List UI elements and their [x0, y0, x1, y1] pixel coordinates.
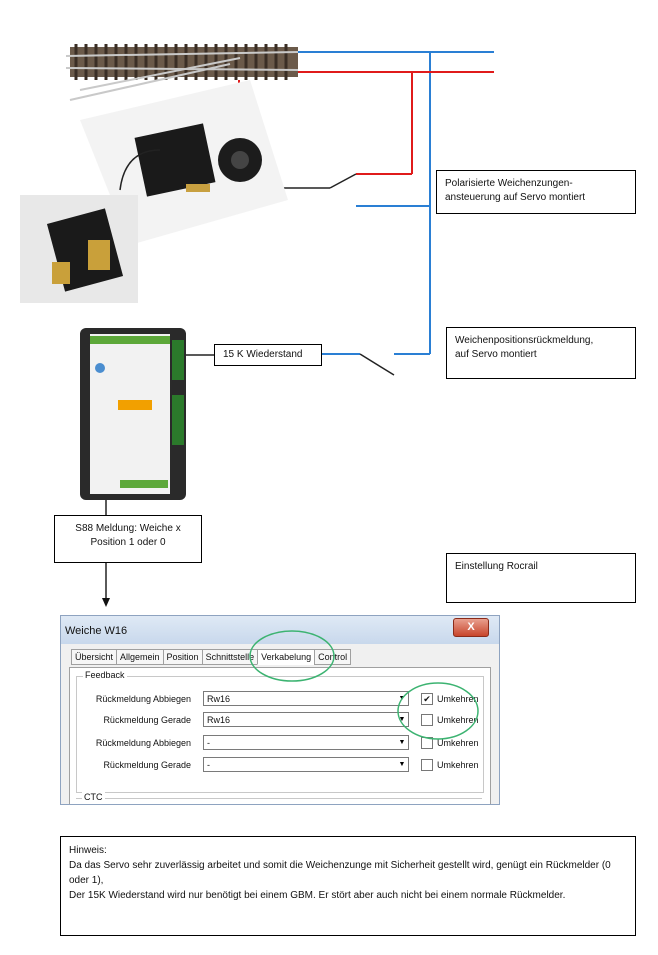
chevron-down-icon[interactable]: ▼ [398, 716, 406, 723]
reverse-checkbox-label: Umkehren [437, 738, 479, 748]
hint-line-2: Der 15K Wiederstand wird nur benötigt be… [69, 890, 566, 901]
tab-allgemein[interactable]: Allgemein [116, 649, 164, 665]
feedback-select[interactable]: Rw16▼ [203, 712, 409, 727]
ctc-group: CTC [76, 792, 482, 804]
reverse-checkbox[interactable] [421, 714, 433, 726]
blue-wires [298, 51, 494, 355]
feedback-row: Rückmeldung Abbiegen -▼ Umkehren [77, 735, 483, 753]
arrow-down-icon [102, 598, 110, 607]
resistor-label: 15 K Wiederstand [214, 344, 322, 366]
feedback-row: Rückmeldung Gerade -▼ Umkehren [77, 757, 483, 775]
feedback-row-label: Rückmeldung Abbiegen [95, 738, 191, 748]
hint-title: Hinweis: [69, 845, 107, 856]
feedback-row-label: Rückmeldung Abbiegen [95, 694, 191, 704]
s88-message-label: S88 Meldung: Weiche x Position 1 oder 0 [54, 515, 202, 563]
chevron-down-icon[interactable]: ▼ [398, 761, 406, 768]
reverse-checkbox-label: Umkehren [437, 715, 479, 725]
reverse-checkbox[interactable] [421, 759, 433, 771]
servo-photo-small [20, 195, 138, 303]
s88-module [80, 328, 186, 500]
feedback-select[interactable]: -▼ [203, 735, 409, 750]
ctc-group-label: CTC [82, 792, 105, 802]
turnout-track-image [65, 44, 299, 101]
close-button[interactable]: X [453, 618, 489, 637]
chevron-down-icon[interactable]: ▼ [398, 739, 406, 746]
tab-panel: Feedback Rückmeldung Abbiegen Rw16▼ ✔ Um… [69, 667, 491, 804]
dialog-title-bar: Weiche W16 X [61, 616, 499, 644]
feedback-select[interactable]: -▼ [203, 757, 409, 772]
polarisation-note: Polarisierte Weichenzungen- ansteuerung … [436, 170, 636, 214]
feedback-row-label: Rückmeldung Gerade [103, 715, 191, 725]
reverse-checkbox[interactable]: ✔ [421, 693, 433, 705]
hint-line-1: Da das Servo sehr zuverlässig arbeitet u… [69, 860, 611, 886]
hint-box: Hinweis: Da das Servo sehr zuverlässig a… [60, 836, 636, 936]
feedback-group-label: Feedback [83, 670, 127, 680]
highlight-tab-ellipse [249, 630, 335, 682]
highlight-checkbox-ellipse [397, 682, 479, 740]
reverse-checkbox-label: Umkehren [437, 694, 479, 704]
rocrail-settings-label: Einstellung Rocrail [446, 553, 636, 603]
feedback-row: Rückmeldung Gerade Rw16▼ Umkehren [77, 712, 483, 730]
position-feedback-note: Weichenpositionsrückmeldung, auf Servo m… [446, 327, 636, 379]
dialog-title: Weiche W16 [65, 625, 128, 637]
feedback-row-label: Rückmeldung Gerade [103, 760, 191, 770]
reverse-checkbox-label: Umkehren [437, 760, 479, 770]
